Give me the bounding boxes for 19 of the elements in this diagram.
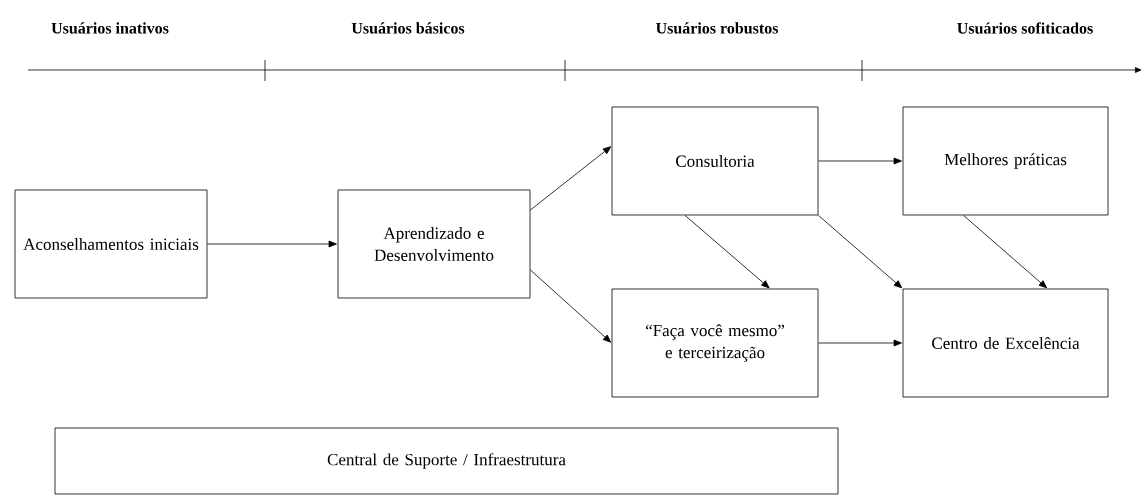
stage-heading: Usuários inativos xyxy=(51,22,169,34)
arrow xyxy=(207,240,337,248)
stage-heading: Usuários básicos xyxy=(351,22,465,34)
arrow xyxy=(530,269,612,343)
arrow xyxy=(818,157,902,165)
process-box: Melhores práticas xyxy=(902,106,1109,216)
arrow xyxy=(818,215,903,289)
process-box: Consultoria xyxy=(611,106,819,216)
process-box: Aprendizado e Desenvolvimento xyxy=(337,189,531,299)
process-box: Centro de Excelência xyxy=(902,288,1109,398)
process-box: Aconselhamentos iniciais xyxy=(14,189,208,299)
arrow xyxy=(963,215,1048,289)
arrow xyxy=(684,215,770,289)
stage-heading: Usuários robustos xyxy=(656,22,779,34)
stage-heading: Usuários sofiticados xyxy=(957,22,1093,34)
arrow xyxy=(818,339,902,347)
process-box: Central de Suporte / Infraestrutura xyxy=(54,427,839,495)
process-box: “Faça você mesmo” e terceirização xyxy=(611,288,819,398)
arrow xyxy=(530,146,612,211)
